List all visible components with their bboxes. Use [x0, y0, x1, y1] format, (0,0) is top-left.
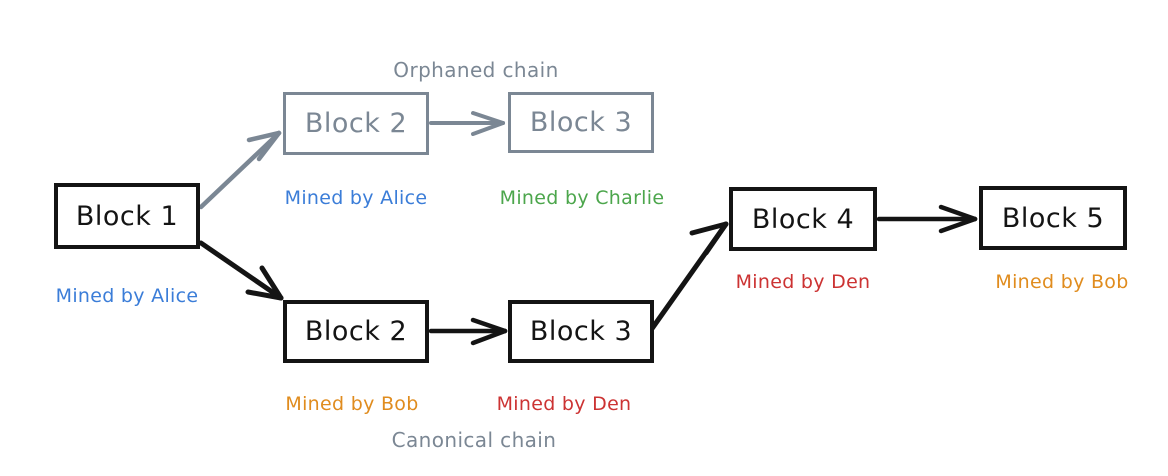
edge-block1-orphan2 — [198, 130, 282, 210]
block-node-canonical-block-2[interactable]: Block 2 — [283, 300, 429, 363]
edge-orphan2-orphan3 — [429, 111, 505, 136]
block-caption-block-5: Mined by Bob — [995, 271, 1129, 293]
block-node-orphan-block-3[interactable]: Block 3 — [508, 92, 654, 153]
block-caption-orphan-block-3: Mined by Charlie — [499, 187, 665, 209]
edge-canonical3-block4 — [648, 221, 729, 333]
edge-block1-canonical2 — [198, 240, 284, 301]
edge-canonical2-canonical3 — [428, 317, 508, 346]
block-caption-canonical-block-3: Mined by Den — [496, 393, 632, 415]
block-caption-canonical-block-2: Mined by Bob — [285, 393, 419, 415]
block-caption-block-4: Mined by Den — [735, 271, 871, 293]
block-node-block-4[interactable]: Block 4 — [729, 187, 877, 251]
orphaned-chain-label: Orphaned chain — [393, 58, 559, 82]
canonical-chain-label: Canonical chain — [391, 428, 557, 452]
block-caption-orphan-block-2: Mined by Alice — [284, 187, 428, 209]
block-node-block-1[interactable]: Block 1 — [54, 183, 200, 249]
block-caption-block-1: Mined by Alice — [55, 285, 199, 307]
block-node-orphan-block-2[interactable]: Block 2 — [283, 92, 429, 155]
edge-block4-block5 — [876, 204, 978, 234]
block-node-canonical-block-3[interactable]: Block 3 — [508, 300, 654, 363]
block-node-block-5[interactable]: Block 5 — [979, 186, 1127, 250]
